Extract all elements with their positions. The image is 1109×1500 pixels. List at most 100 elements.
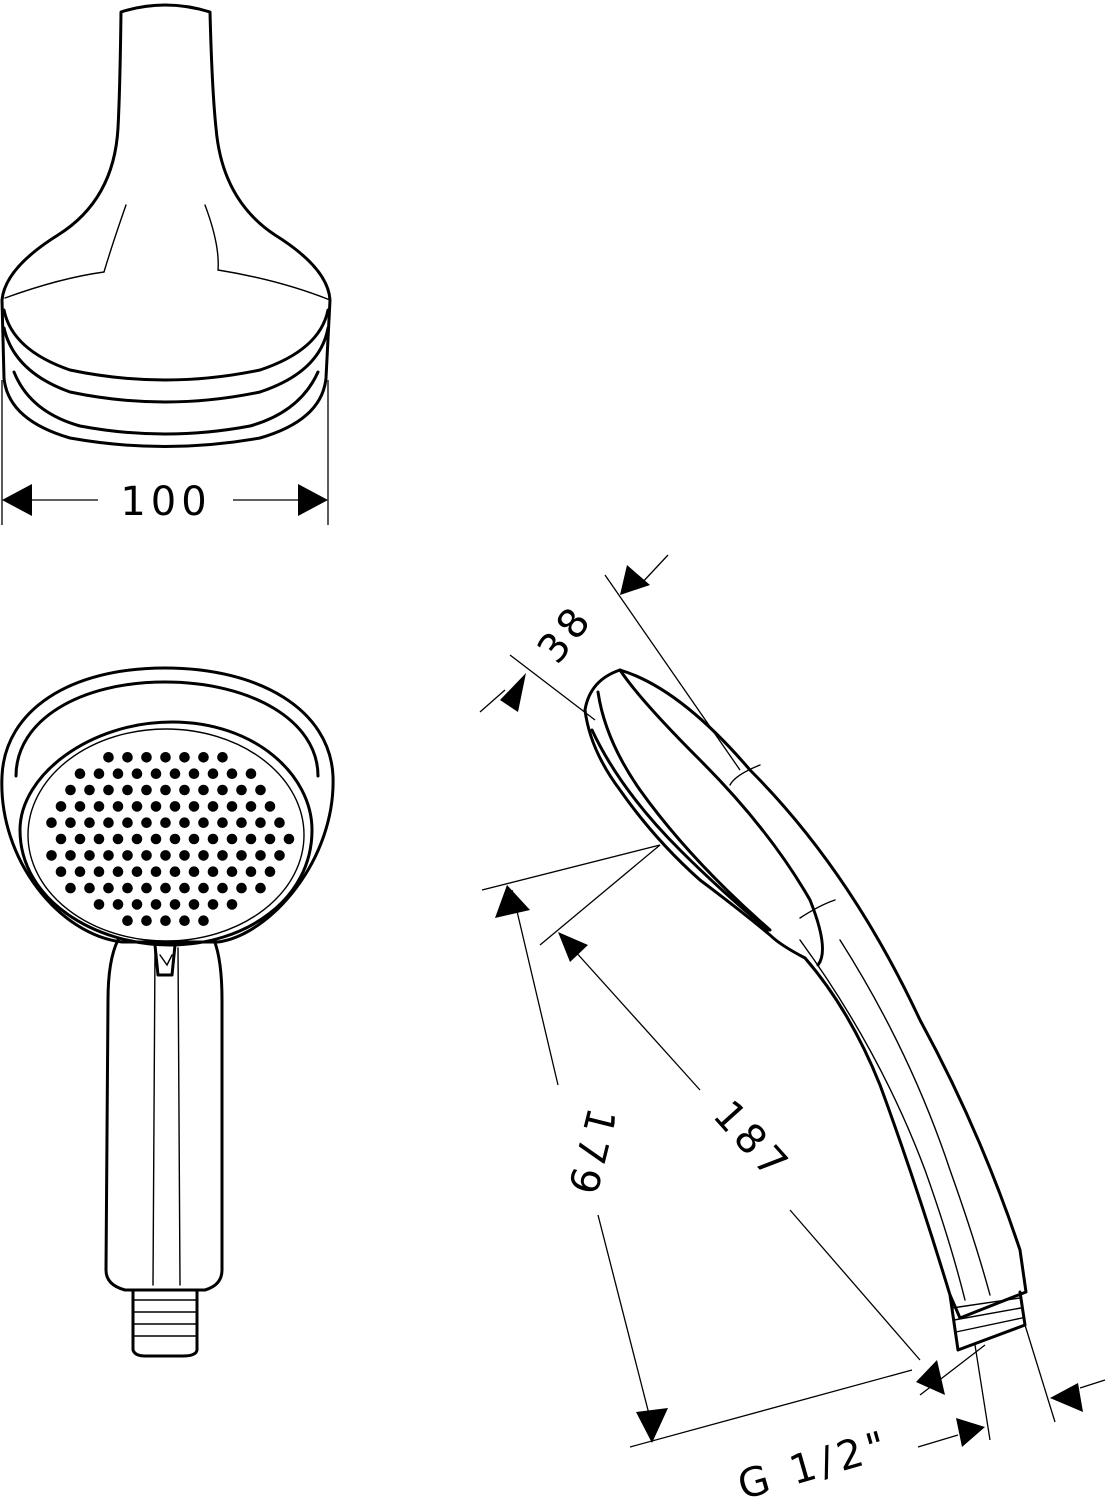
spray-nozzle xyxy=(46,817,57,828)
spray-nozzle xyxy=(217,784,228,796)
spray-nozzle xyxy=(179,850,190,861)
spray-nozzle xyxy=(65,882,76,894)
front-view-head-rim xyxy=(163,680,320,778)
spray-nozzle xyxy=(160,850,171,861)
spray-nozzle xyxy=(226,801,238,812)
spray-nozzle xyxy=(103,882,114,894)
side-view-face xyxy=(596,690,772,932)
arrow-179-lower xyxy=(636,1408,668,1443)
dim-label-179: 179 xyxy=(557,1103,624,1203)
spray-nozzle xyxy=(103,784,114,796)
spray-nozzle xyxy=(217,850,228,861)
spray-nozzle xyxy=(112,866,124,877)
spray-nozzle xyxy=(55,866,67,877)
front-view-handle xyxy=(104,938,224,1292)
arrow-187-upper xyxy=(558,932,588,962)
spray-nozzle xyxy=(245,801,257,812)
spray-nozzle xyxy=(112,899,124,910)
spray-nozzle xyxy=(160,784,171,796)
spray-nozzle xyxy=(122,850,133,861)
spray-nozzle xyxy=(207,768,219,779)
spray-nozzle xyxy=(141,752,152,763)
side-view-spray-edge xyxy=(590,728,770,932)
spray-nozzle xyxy=(255,817,266,828)
arrow-thread-left xyxy=(956,1418,985,1447)
spray-nozzle xyxy=(226,866,238,877)
spray-nozzle xyxy=(245,768,257,779)
spray-nozzle xyxy=(122,915,133,926)
top-view-face xyxy=(2,308,330,382)
spray-nozzle xyxy=(188,833,200,845)
spray-nozzle xyxy=(103,850,114,861)
spray-nozzle xyxy=(150,833,162,845)
spray-nozzle xyxy=(160,915,171,926)
spray-nozzle xyxy=(245,866,257,877)
spray-nozzle xyxy=(217,817,228,828)
spray-nozzle xyxy=(179,882,190,894)
spray-nozzle xyxy=(283,833,295,845)
spray-nozzle xyxy=(236,817,247,828)
front-view-connector-thread xyxy=(132,1299,198,1337)
spray-nozzle xyxy=(93,768,105,779)
spray-nozzle xyxy=(274,850,285,861)
top-view-rim xyxy=(2,326,330,404)
front-view-button xyxy=(153,943,177,977)
spray-nozzle xyxy=(236,882,247,894)
spray-nozzle xyxy=(74,801,86,812)
spray-nozzle xyxy=(188,866,200,877)
spray-nozzle xyxy=(131,866,143,877)
spray-nozzle xyxy=(84,850,95,861)
side-view xyxy=(583,668,1028,1352)
spray-nozzle xyxy=(188,899,200,910)
front-view-handle-line xyxy=(177,947,181,1286)
spray-nozzle xyxy=(131,768,143,779)
spray-nozzle xyxy=(160,882,171,894)
spray-nozzle xyxy=(141,784,152,796)
spray-nozzle xyxy=(84,882,95,894)
spray-nozzle xyxy=(207,866,219,877)
front-view-head-outline xyxy=(0,666,335,944)
side-view-outline xyxy=(583,668,1028,1320)
spray-nozzle xyxy=(141,915,152,926)
spray-nozzle xyxy=(93,866,105,877)
side-view-connector xyxy=(948,1290,1027,1352)
spray-nozzles xyxy=(46,752,295,926)
dim-label-100: 100 xyxy=(120,479,211,525)
spray-nozzle xyxy=(264,801,276,812)
spray-nozzle xyxy=(198,915,209,926)
spray-nozzle xyxy=(65,817,76,828)
spray-nozzle xyxy=(198,817,209,828)
spray-nozzle xyxy=(150,899,162,910)
spray-nozzle xyxy=(122,817,133,828)
front-view-button-mark xyxy=(159,954,173,967)
side-view-shade xyxy=(729,764,761,786)
spray-nozzle xyxy=(65,784,76,796)
spray-nozzle xyxy=(188,768,200,779)
spray-nozzle xyxy=(46,850,57,861)
side-view-handle-line xyxy=(839,939,991,1296)
top-view-rim xyxy=(12,370,320,436)
spray-nozzle xyxy=(198,752,209,763)
spray-nozzle xyxy=(169,866,181,877)
spray-nozzle xyxy=(179,915,190,926)
top-view-shade xyxy=(204,204,331,301)
front-view-spray-face-inner xyxy=(27,728,305,942)
spray-nozzle xyxy=(150,768,162,779)
side-view-handle-line xyxy=(799,939,966,1301)
spray-nozzle xyxy=(236,850,247,861)
spray-nozzle xyxy=(122,752,133,763)
top-view-outline xyxy=(0,3,332,448)
spray-nozzle xyxy=(226,833,238,845)
spray-nozzle xyxy=(150,801,162,812)
top-view xyxy=(0,3,332,448)
spray-nozzle xyxy=(160,817,171,828)
spray-nozzle xyxy=(226,768,238,779)
arrow-right xyxy=(298,484,328,516)
side-view-shade xyxy=(799,899,836,919)
spray-nozzle xyxy=(274,817,285,828)
spray-nozzle xyxy=(141,882,152,894)
spray-nozzle xyxy=(207,801,219,812)
spray-nozzle xyxy=(112,801,124,812)
spray-nozzle xyxy=(255,850,266,861)
